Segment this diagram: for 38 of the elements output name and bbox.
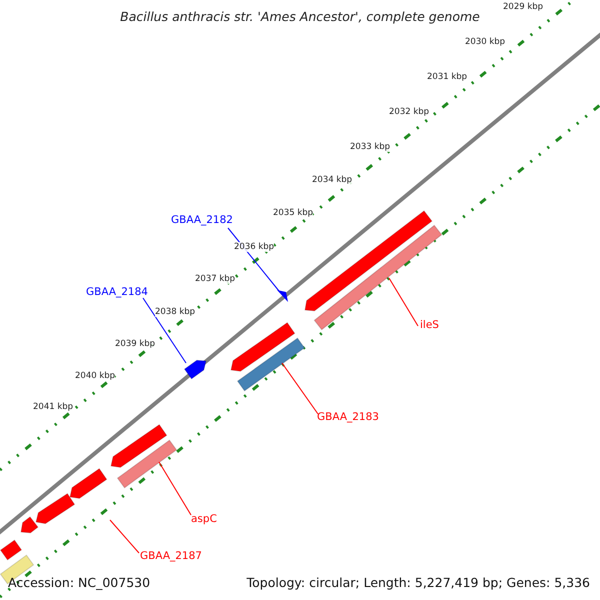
kbp-tick-label: 2029 kbp [503, 2, 544, 12]
kbp-tick-label: 2030 kbp [465, 37, 506, 47]
gene-feature [277, 290, 288, 302]
gene-feature [314, 224, 442, 330]
gene-label: aspC [191, 513, 217, 525]
kbp-tick-label: 2035 kbp [273, 208, 314, 218]
leader-line [158, 462, 192, 516]
gene-feature [110, 424, 168, 468]
gene-label: GBAA_2182 [171, 214, 233, 226]
kbp-tick-label: 2032 kbp [389, 107, 430, 117]
leader-line [110, 520, 140, 554]
title: Bacillus anthracis str. 'Ames Ancestor', complete genome [120, 9, 480, 24]
kbp-tick-label: 2039 kbp [115, 339, 156, 349]
gene-feature [116, 439, 178, 489]
gene-label: GBAA_2183 [317, 411, 379, 423]
kbp-tick-label: 2037 kbp [195, 274, 236, 284]
kbp-tick-label: 2033 kbp [350, 142, 390, 152]
gene-feature [236, 337, 306, 392]
leader-line [282, 362, 318, 414]
kbp-tick-label: 2041 kbp [33, 402, 74, 412]
kbp-tick-label: 2034 kbp [312, 175, 352, 185]
gene-feature [35, 492, 76, 524]
gene-feature [20, 516, 39, 534]
kbp-tick-label: 2036 kbp [234, 242, 274, 252]
gene-label: GBAA_2187 [140, 550, 202, 562]
gene-feature [230, 322, 296, 372]
kbp-tick-label: 2038 kbp [155, 307, 196, 317]
kbp-tick-label: 2040 kbp [75, 371, 116, 381]
kbp-tick-label: 2031 kbp [427, 72, 468, 82]
gene-feature [184, 360, 207, 380]
leader-line [388, 278, 418, 326]
accession-text: Accession: NC_007530 [8, 575, 150, 590]
gene-feature [69, 468, 108, 499]
leader-line [142, 298, 186, 364]
gene-label: ileS [420, 319, 439, 331]
genome-info-text: Topology: circular; Length: 5,227,419 bp; Genes: 5,336 [246, 575, 590, 590]
gene-feature [0, 539, 22, 561]
gene-label: GBAA_2184 [86, 286, 148, 298]
